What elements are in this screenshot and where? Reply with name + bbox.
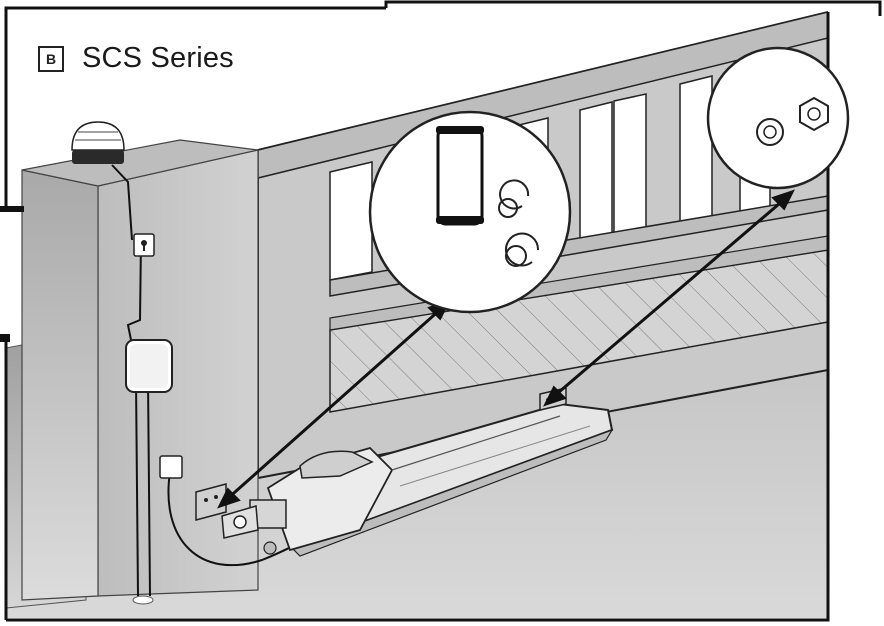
- photocell-icon: [159, 455, 183, 479]
- flashing-light-icon: [71, 121, 125, 164]
- pillar-top: [21, 139, 259, 187]
- detail-circle-fasteners: [706, 46, 850, 190]
- key-selector-icon: [133, 233, 155, 257]
- pillar-front: [21, 169, 99, 601]
- hex-nut-icon: [799, 96, 829, 132]
- frame-left-bar-top: [0, 206, 24, 212]
- pin-icon: [436, 126, 484, 226]
- conduit-entry: [132, 595, 154, 605]
- detail-circle-pin: [368, 110, 572, 314]
- figure-heading: B SCS Series: [38, 42, 234, 75]
- frame-border: [4, 0, 882, 622]
- gearmotor-icon: [249, 402, 614, 557]
- control-unit-icon: [125, 339, 173, 393]
- circlip-icon: [498, 179, 540, 267]
- figure-title: SCS Series: [82, 42, 234, 74]
- leader-arrows: [217, 189, 795, 509]
- frame-left-bar-bottom: [0, 334, 10, 342]
- figure-badge: B: [38, 45, 64, 72]
- washer-icon: [756, 118, 784, 146]
- front-bracket-icon: [195, 483, 259, 539]
